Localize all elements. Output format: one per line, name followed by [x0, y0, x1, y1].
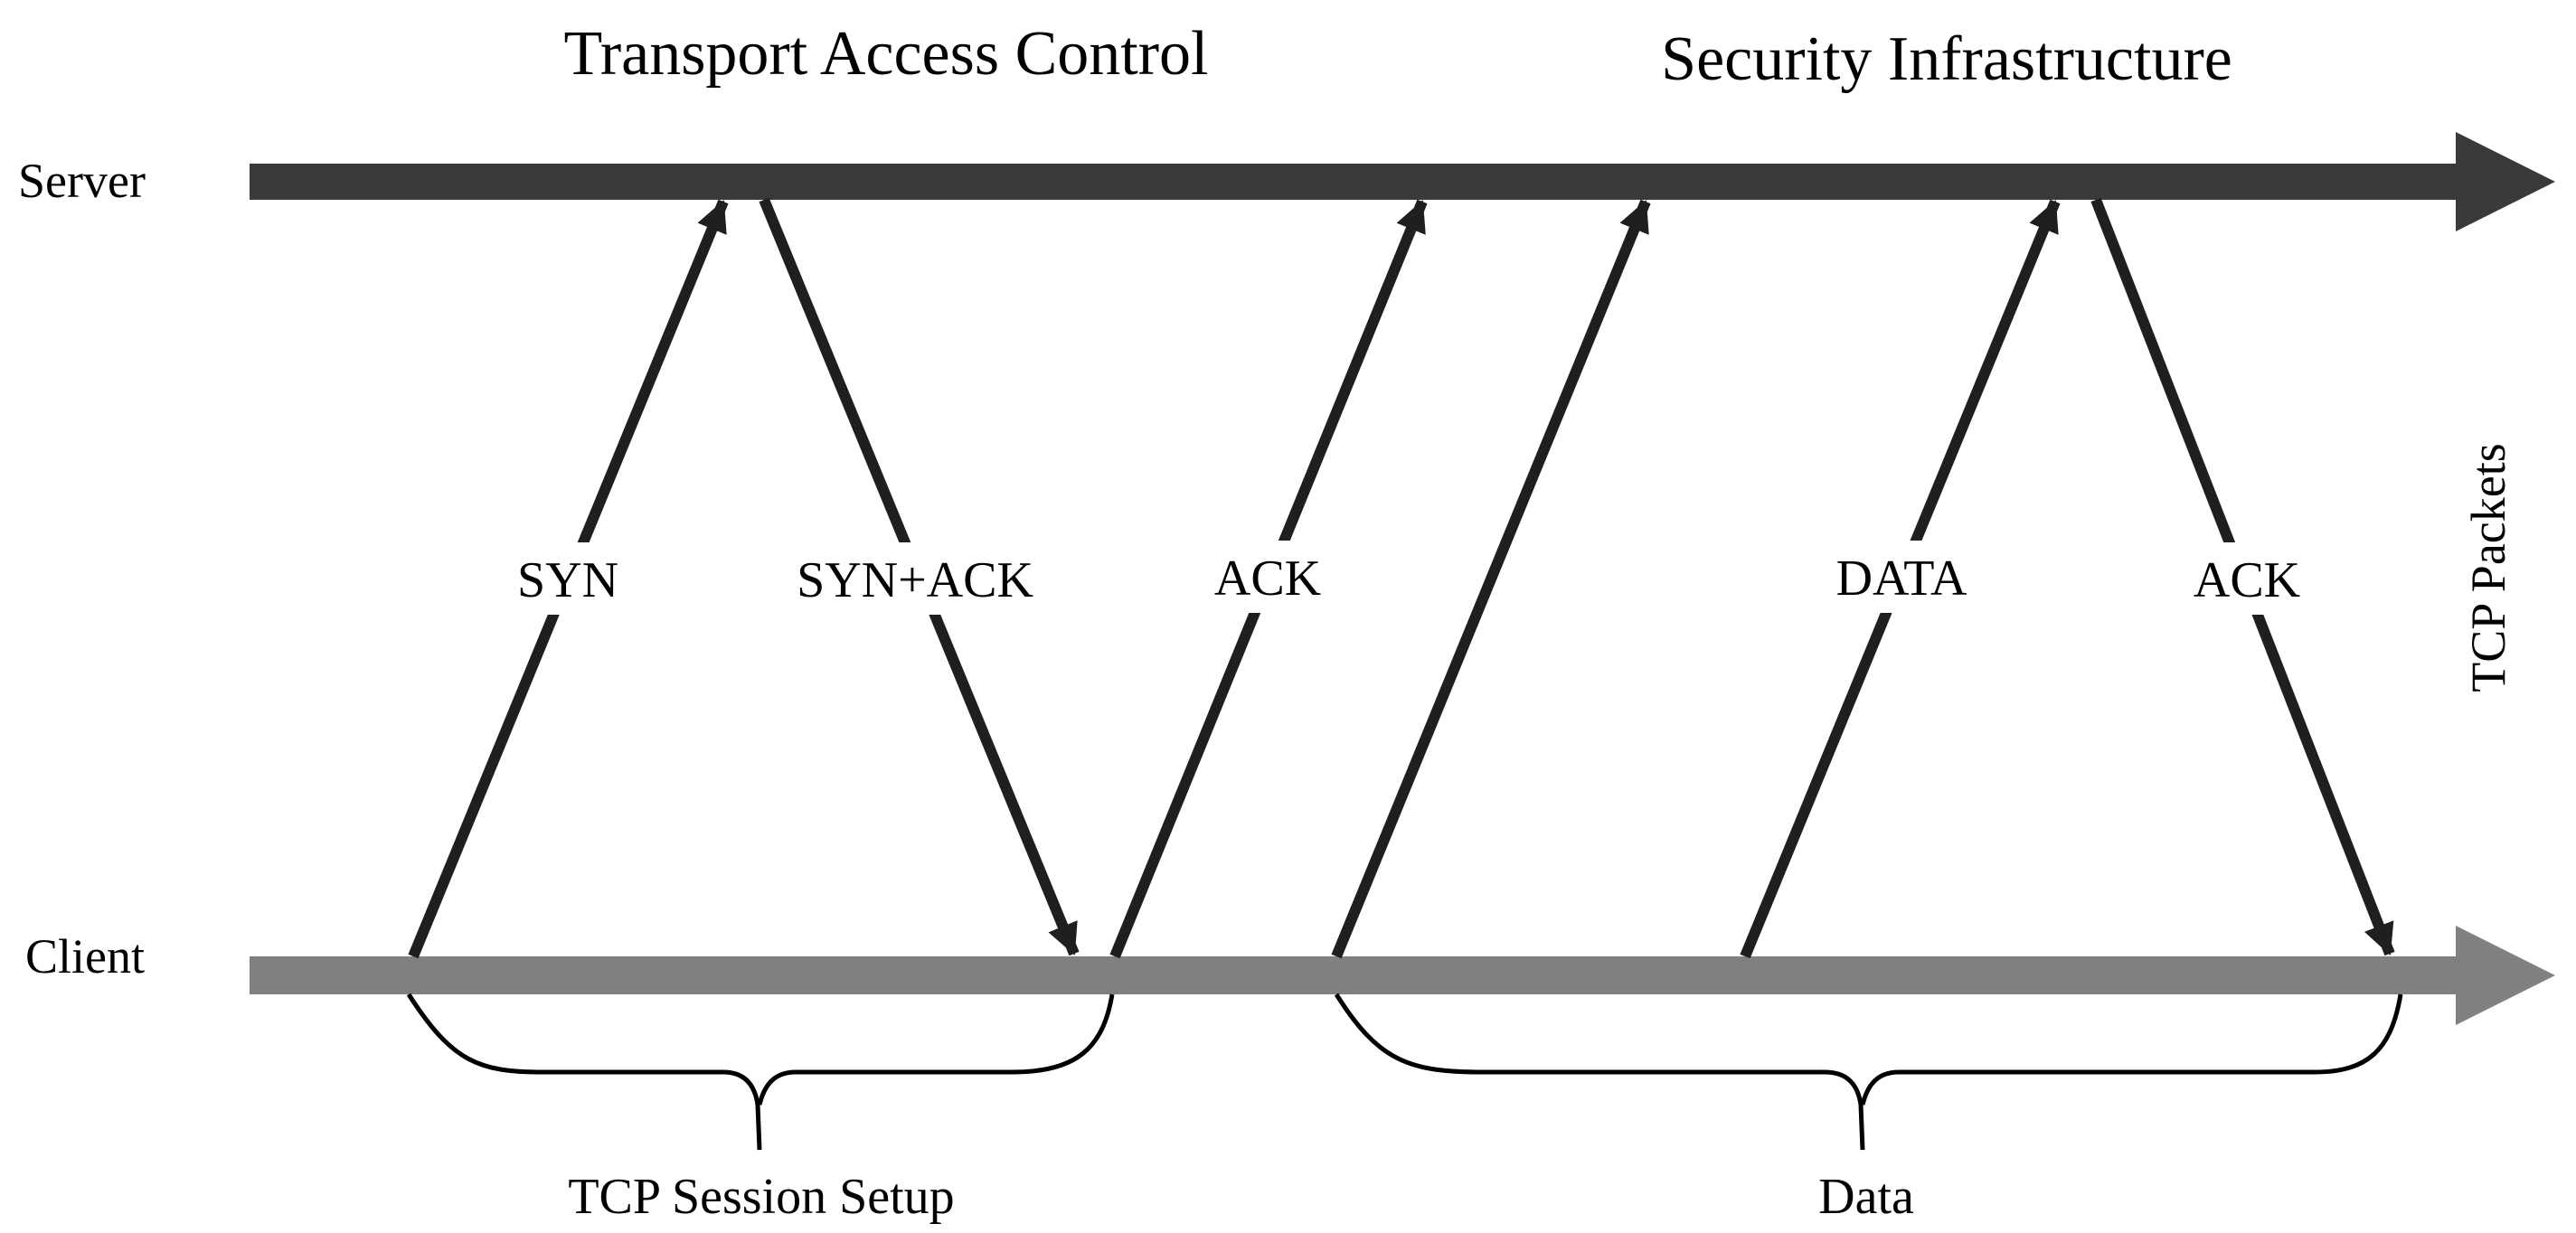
title-transport-access-control: Transport Access Control	[564, 19, 1209, 89]
ack-label-group: ACK	[1192, 541, 1344, 613]
ack-label: ACK	[1214, 551, 1321, 607]
data-arrow-unlabeled	[1331, 199, 1651, 959]
data-section-label: Data	[1818, 1169, 1914, 1225]
client-lane-label: Client	[25, 929, 145, 984]
client-timeline-arrowhead	[2456, 926, 2555, 1025]
title-security-infrastructure: Security Infrastructure	[1661, 24, 2232, 94]
syn-label-group: SYN	[502, 542, 636, 615]
final-ack-label-group: ACK	[2173, 542, 2323, 615]
data-label: DATA	[1836, 551, 1967, 607]
server-timeline	[250, 132, 2555, 231]
tcp-session-setup-label: TCP Session Setup	[568, 1169, 954, 1225]
server-lane-label: Server	[18, 154, 146, 208]
data-brace	[1334, 993, 2403, 1151]
final-ack-label: ACK	[2194, 552, 2300, 608]
tcp-session-setup-brace	[406, 993, 1115, 1151]
syn-ack-label-group: SYN+ACK	[779, 542, 1051, 615]
syn-label: SYN	[517, 552, 618, 608]
client-timeline-bar	[250, 956, 2474, 994]
server-timeline-bar	[250, 164, 2474, 200]
tcp-packets-label: TCP Packets	[2461, 443, 2515, 692]
data-label-group: DATA	[1813, 541, 1990, 613]
syn-ack-label: SYN+ACK	[797, 552, 1033, 608]
client-timeline	[250, 926, 2555, 1025]
server-timeline-arrowhead	[2456, 132, 2555, 231]
